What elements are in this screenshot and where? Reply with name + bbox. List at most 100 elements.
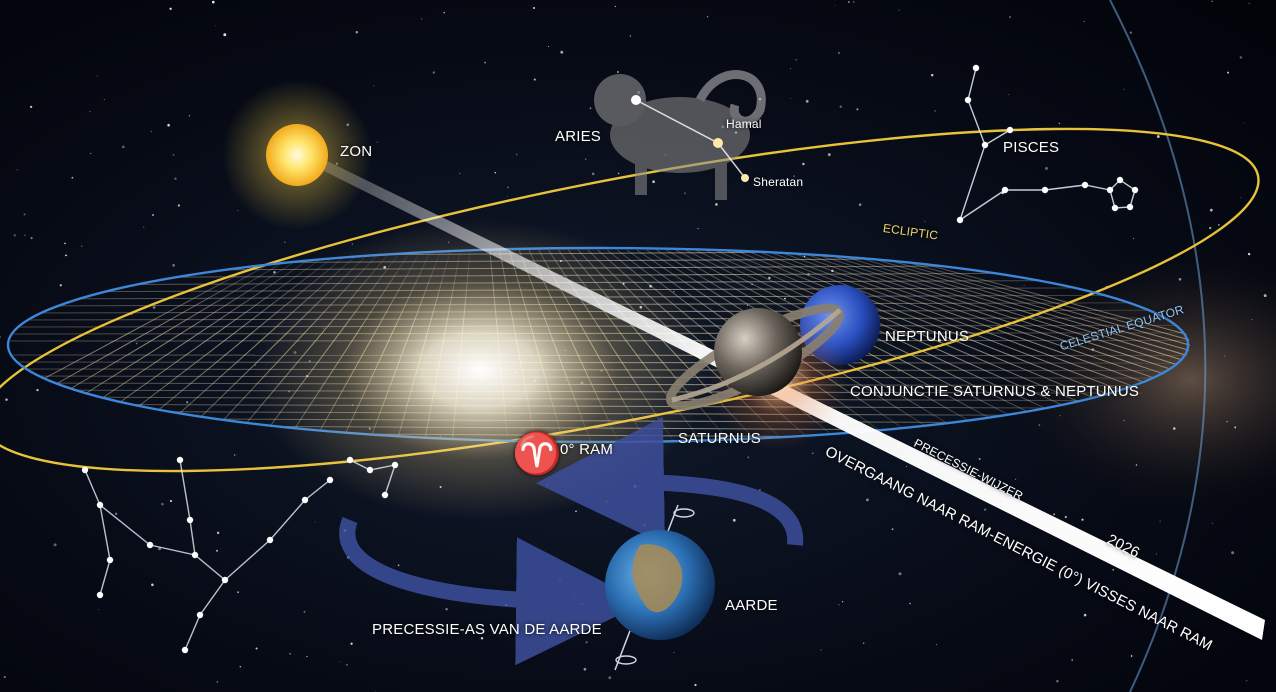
background-star <box>186 401 189 404</box>
background-star <box>585 158 587 160</box>
background-star <box>188 115 191 117</box>
background-star <box>790 68 792 70</box>
constellation-star <box>191 551 199 559</box>
background-star <box>1023 284 1025 286</box>
background-star <box>5 398 8 401</box>
background-star <box>314 521 316 523</box>
background-star <box>1234 426 1237 429</box>
background-star <box>494 172 497 174</box>
background-star <box>103 98 105 101</box>
background-star <box>161 502 164 506</box>
constellation-star <box>176 456 184 464</box>
background-star <box>652 180 655 184</box>
background-star <box>1178 277 1182 281</box>
background-star <box>805 99 809 103</box>
grid-line <box>783 249 1190 442</box>
background-star <box>1263 294 1267 298</box>
background-star <box>589 107 592 110</box>
background-star <box>827 153 831 157</box>
background-star <box>1156 553 1157 555</box>
background-star <box>36 388 39 392</box>
background-star <box>24 234 26 236</box>
background-star <box>355 30 359 34</box>
background-star <box>397 564 400 567</box>
background-star <box>898 9 900 11</box>
constellation-star <box>1001 186 1009 194</box>
earth-spin-marker-bottom <box>615 655 637 665</box>
background-star <box>459 172 461 175</box>
background-star <box>891 528 894 531</box>
constellation-star <box>106 556 114 564</box>
background-star <box>1038 424 1041 427</box>
background-star <box>1008 94 1010 96</box>
constellation-star <box>1081 181 1089 189</box>
background-star <box>1156 135 1160 138</box>
background-star <box>1058 122 1061 125</box>
background-star <box>863 642 865 644</box>
background-star <box>856 108 859 111</box>
constellation-star <box>1041 186 1049 194</box>
background-star <box>585 641 588 644</box>
background-star <box>375 690 377 692</box>
background-star <box>174 177 177 180</box>
constellation-star <box>326 476 334 484</box>
background-star <box>1123 88 1125 90</box>
constellation-star <box>391 461 399 469</box>
background-star <box>303 610 306 613</box>
sun <box>266 124 328 186</box>
sheratan-star <box>741 174 749 182</box>
background-star <box>834 4 836 6</box>
constellation-star <box>1131 186 1139 194</box>
background-star <box>746 304 748 306</box>
background-star <box>152 305 156 309</box>
background-star <box>533 78 536 81</box>
sun-label: ZON <box>340 143 373 160</box>
background-star <box>978 458 981 460</box>
background-star <box>1081 518 1084 521</box>
grid-line <box>793 249 1190 442</box>
constellation-star <box>96 501 104 509</box>
background-star <box>909 602 911 605</box>
background-star <box>629 35 632 37</box>
background-star <box>237 209 239 211</box>
background-star <box>122 145 125 149</box>
background-star <box>1209 226 1212 230</box>
constellation-star <box>266 536 274 544</box>
background-star <box>1211 522 1213 524</box>
background-star <box>421 18 423 20</box>
background-star <box>135 342 138 345</box>
background-star <box>747 456 750 459</box>
background-star <box>914 441 916 443</box>
background-star <box>930 73 934 77</box>
background-star <box>1015 478 1017 480</box>
background-star <box>790 98 791 100</box>
background-star <box>706 15 709 18</box>
background-star <box>151 583 154 587</box>
background-star <box>802 162 805 166</box>
aries-star <box>631 95 641 105</box>
background-star <box>924 220 926 222</box>
aries-ram-silhouette <box>594 70 766 200</box>
background-star <box>768 276 771 280</box>
background-star <box>1045 166 1048 170</box>
background-star <box>837 52 840 54</box>
background-star <box>480 637 484 640</box>
hamal-star <box>713 138 723 148</box>
background-star <box>169 7 172 11</box>
background-star <box>643 523 646 526</box>
grid-line <box>842 249 1190 442</box>
background-star <box>1130 655 1133 657</box>
grid-line <box>685 249 1069 442</box>
background-star <box>838 604 840 606</box>
background-star <box>255 647 258 650</box>
background-star <box>59 284 62 287</box>
background-star <box>273 271 276 274</box>
background-star <box>346 663 348 666</box>
background-star <box>697 228 699 230</box>
background-star <box>865 498 869 502</box>
grid-line <box>871 249 1190 442</box>
constellation-star <box>96 591 104 599</box>
background-star <box>839 105 842 108</box>
sheratan-label: Sheratan <box>753 175 804 189</box>
